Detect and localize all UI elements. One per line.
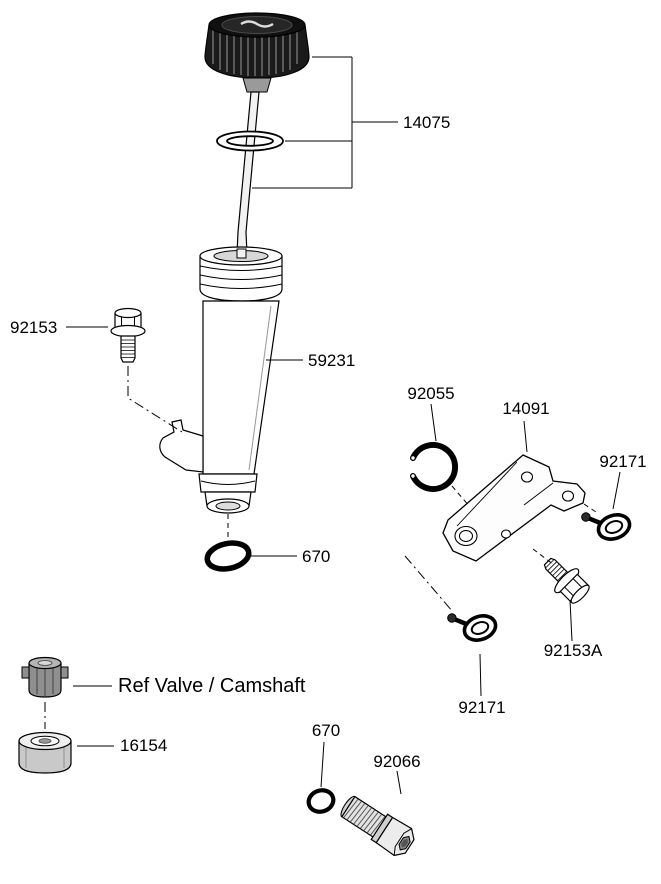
leader-14091 bbox=[523, 420, 528, 453]
clamp-screw-head bbox=[447, 613, 457, 623]
tube-highlight bbox=[248, 305, 272, 471]
centerline-bracket-to-bolt bbox=[532, 548, 555, 566]
lifter-core bbox=[38, 738, 52, 744]
snap-ring-92055 bbox=[410, 442, 458, 492]
leader-92066 bbox=[396, 770, 402, 795]
label-92171-upper: 92171 bbox=[599, 452, 646, 471]
tappet-tooth-left bbox=[21, 666, 30, 679]
bolt-threads bbox=[545, 559, 567, 581]
bolt-head-top bbox=[570, 584, 590, 604]
snap-ring-lug bbox=[410, 473, 416, 479]
rod-stub bbox=[236, 248, 247, 259]
plug-hex-face-edge bbox=[393, 828, 412, 856]
label-ref-valve-camshaft: Ref Valve / Camshaft bbox=[118, 675, 306, 697]
tappet-grooves bbox=[36, 665, 54, 696]
oil-cap-logo bbox=[240, 20, 274, 28]
label-670-tube: 670 bbox=[302, 547, 330, 566]
clamp-ring-inner bbox=[604, 520, 624, 534]
filler-tube bbox=[159, 246, 283, 514]
clamp-screw-shaft bbox=[587, 516, 602, 526]
label-670-plug: 670 bbox=[312, 721, 340, 740]
tube-spout-hole bbox=[215, 501, 241, 511]
valve-tappet-ref bbox=[21, 656, 69, 698]
leader-92171-lower bbox=[479, 653, 482, 697]
bolt-flange bbox=[110, 324, 146, 338]
bracket-14091 bbox=[442, 454, 586, 562]
clamp-ring-inner bbox=[470, 621, 490, 635]
oring-670-plug bbox=[306, 788, 336, 814]
leader-670-plug bbox=[320, 741, 325, 788]
label-92153: 92153 bbox=[10, 318, 57, 337]
leader-92055 bbox=[430, 403, 437, 442]
bracket-hole-tab bbox=[561, 490, 575, 502]
tappet-top-inner bbox=[37, 660, 53, 666]
lifter-shading bbox=[25, 744, 65, 768]
bracket-hole-center bbox=[500, 529, 512, 539]
tube-body bbox=[202, 300, 280, 475]
dipstick-cap-assembly bbox=[204, 12, 310, 255]
label-92153a: 92153A bbox=[544, 641, 603, 660]
leader-92171-upper bbox=[612, 471, 621, 510]
leader-14075 bbox=[252, 56, 398, 189]
clamp-ring-outer bbox=[462, 614, 498, 642]
centerline-to-clamp-lower bbox=[404, 555, 454, 613]
dipstick-oring bbox=[216, 130, 284, 152]
clamp-ring-outer bbox=[596, 513, 632, 541]
bolt-head-top bbox=[114, 307, 142, 319]
bracket-hole-top bbox=[520, 471, 534, 483]
bolt-shank bbox=[120, 335, 136, 363]
flange-bolt-92153 bbox=[110, 307, 146, 363]
plug-92066 bbox=[340, 795, 415, 857]
bracket-plate bbox=[442, 454, 586, 562]
tappet-tooth-right bbox=[60, 666, 69, 679]
plug-threads bbox=[343, 798, 386, 836]
plug-socket-shadow bbox=[401, 838, 409, 848]
bolt-head-side bbox=[559, 573, 590, 604]
label-59231: 59231 bbox=[308, 351, 355, 370]
label-16154: 16154 bbox=[120, 736, 167, 755]
centerline-bolt-to-flange bbox=[127, 366, 183, 433]
centerline-bracket-to-clamp-upper bbox=[583, 503, 600, 515]
lifter-body bbox=[18, 740, 72, 774]
label-92171-lower: 92171 bbox=[458, 698, 505, 717]
snap-ring-lug bbox=[410, 455, 416, 461]
tube-spout-rib bbox=[200, 480, 256, 485]
label-14075: 14075 bbox=[403, 113, 450, 132]
label-92055: 92055 bbox=[407, 384, 454, 403]
cap-neck bbox=[242, 77, 272, 93]
clamp-92171-upper bbox=[581, 512, 632, 541]
snap-ring-body bbox=[410, 442, 458, 492]
oring-670-tube bbox=[204, 540, 252, 572]
bracket-bolt-92153a bbox=[543, 557, 590, 604]
tube-neck-ribs bbox=[199, 265, 283, 289]
leader-92153a bbox=[569, 599, 573, 642]
clamp-screw-shaft bbox=[453, 617, 468, 627]
label-92066: 92066 bbox=[373, 752, 420, 771]
label-14091: 14091 bbox=[502, 399, 549, 418]
bracket-bend-lines bbox=[456, 461, 554, 527]
clamp-92171-lower bbox=[447, 613, 498, 642]
dipstick-rod bbox=[236, 91, 260, 255]
tube-flange bbox=[159, 419, 204, 473]
tube-spout-collar bbox=[198, 473, 258, 493]
bracket-grommet-inner bbox=[458, 529, 474, 543]
lifter-16154 bbox=[18, 731, 72, 774]
bolt-threads bbox=[121, 339, 135, 358]
clamp-screw-head bbox=[581, 512, 591, 522]
